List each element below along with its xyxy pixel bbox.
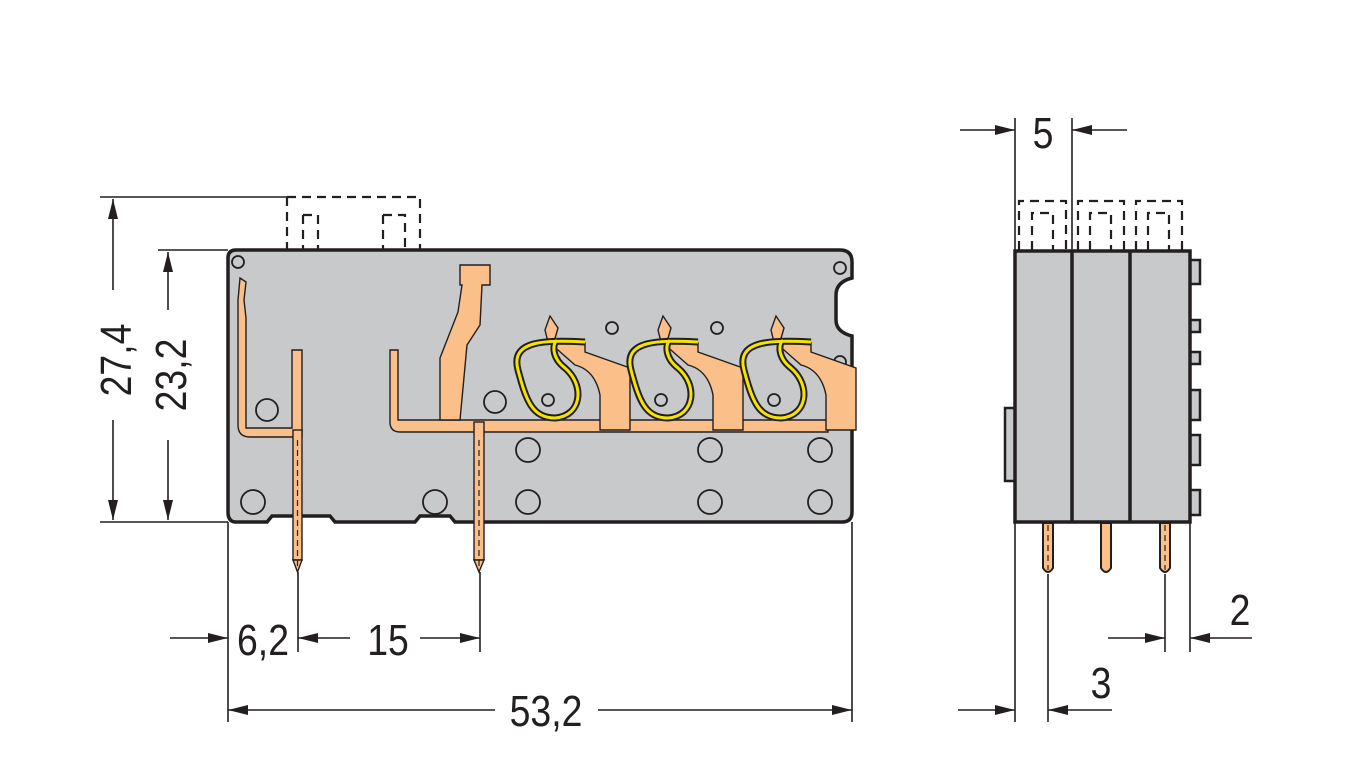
side-dimension-lines	[958, 118, 1252, 722]
dimension-pole-width: 5	[1033, 108, 1054, 158]
dimension-body-height: 23,2	[146, 339, 196, 412]
dimension-overall-length: 53,2	[510, 686, 583, 736]
front-dimension-lines	[100, 196, 853, 722]
front-view: 27,4 23,2 6,2 15 53,2	[91, 195, 857, 736]
dimension-pin-pitch: 15	[367, 615, 409, 665]
dimension-first-pin-offset: 6,2	[237, 615, 289, 665]
dimension-edge-offset: 2	[1230, 585, 1251, 635]
clamp-unit-3	[739, 314, 857, 431]
clamp-unit-1	[513, 314, 631, 431]
dimension-overall-height: 27,4	[91, 324, 141, 397]
clamping-units	[513, 314, 857, 431]
copper-busbar	[237, 264, 829, 574]
side-view: 5 3 2	[958, 108, 1252, 722]
side-pins	[1042, 522, 1171, 573]
housing-side	[1013, 249, 1192, 524]
housing-front	[226, 248, 854, 524]
clamp-unit-2	[626, 314, 744, 431]
housing-holes	[231, 255, 847, 515]
dimension-pin-offset: 3	[1091, 658, 1112, 708]
side-pushbutton-outline-dashed	[1017, 199, 1184, 250]
release-lever	[439, 264, 491, 421]
